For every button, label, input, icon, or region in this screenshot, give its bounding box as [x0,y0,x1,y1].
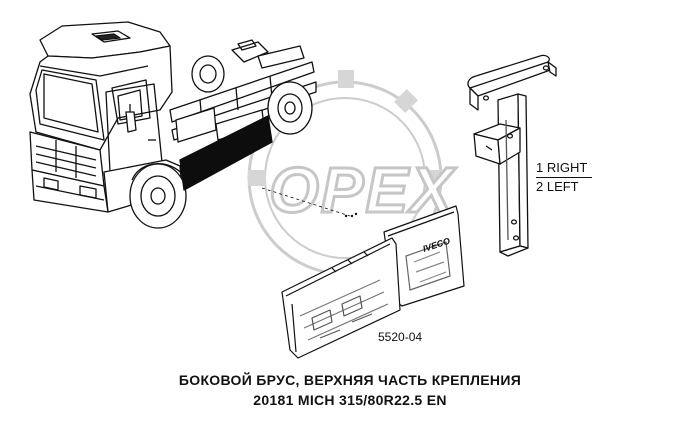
side-legend: 1 RIGHT 2 LEFT [536,160,592,194]
legend-right: 1 RIGHT [536,160,588,175]
diagram-title: БОКОВОЙ БРУС, ВЕРХНЯЯ ЧАСТЬ КРЕПЛЕНИЯ [178,372,522,388]
side-panel-assembly [281,205,465,359]
highlighted-side-panel [179,115,273,191]
diagram-subtitle: 20181 MICH 315/80R22.5 EN [253,392,447,408]
mounting-bracket [467,54,557,257]
legend-divider [536,177,592,178]
part-number: 5520-04 [378,330,423,344]
watermark-text: OPEX [269,154,456,226]
truck-illustration [29,21,317,229]
watermark-logo: OPEX [247,70,456,276]
legend-left: 2 LEFT [536,179,579,194]
leader-dots [344,212,358,218]
